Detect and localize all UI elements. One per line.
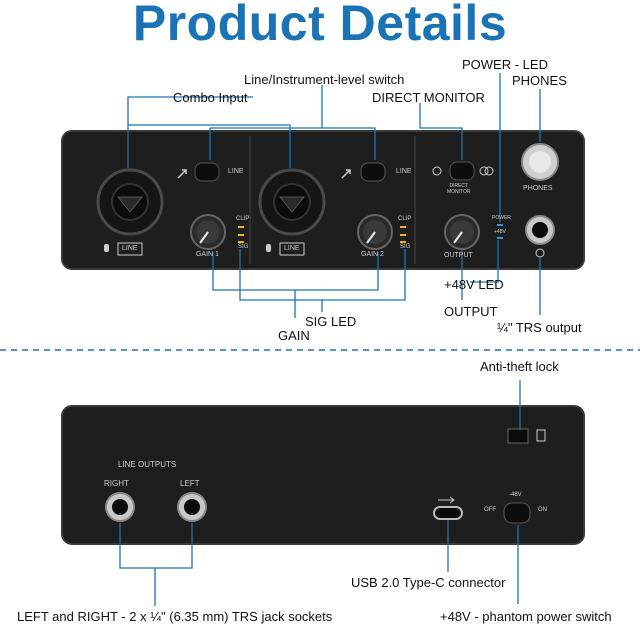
clip-led-1 xyxy=(238,226,244,228)
line-badge-1 xyxy=(117,242,143,256)
callout-power-led: POWER - LED xyxy=(462,57,548,72)
callout-phones: PHONES xyxy=(512,73,567,88)
callout-48v-led: +48V LED xyxy=(444,277,504,292)
clip-label-1: CLIP xyxy=(236,216,250,222)
line-outputs-label: LINE OUTPUTS xyxy=(118,460,177,469)
callout-direct-monitor: DIRECT MONITOR xyxy=(372,90,485,105)
guitar-icon xyxy=(177,169,187,179)
lock-icon xyxy=(536,429,546,442)
rear-panel-body xyxy=(61,405,585,545)
phantom-power-switch xyxy=(503,502,531,524)
sig-led-1 xyxy=(238,241,244,243)
line-badge-2 xyxy=(279,242,305,256)
stereo-icon xyxy=(479,166,489,176)
direct-monitor-label: DIRECT MONITOR xyxy=(447,183,471,195)
output-label: OUTPUT xyxy=(444,252,473,259)
usb-c-port xyxy=(433,506,463,520)
power-label: POWER xyxy=(492,215,511,221)
gain-1-label: GAIN 1 xyxy=(196,251,219,258)
leader-lines xyxy=(119,73,541,606)
headphone-icon xyxy=(535,248,545,258)
callout-usb-c: USB 2.0 Type-C connector xyxy=(351,575,506,590)
off-label: OFF xyxy=(484,507,496,513)
callout-anti-theft-lock: Anti-theft lock xyxy=(480,359,559,374)
gain-2-label: GAIN 2 xyxy=(361,251,384,258)
mono-icon xyxy=(432,166,442,176)
callout-line-instrument-switch: Line/Instrument-level switch xyxy=(244,72,405,87)
callout-trs-output: ¼" TRS output xyxy=(497,320,582,335)
callout-line-outputs: LEFT and RIGHT - 2 x ¼" (6.35 mm) TRS ja… xyxy=(17,609,333,624)
anti-theft-lock-slot xyxy=(507,428,529,444)
clip-led-2 xyxy=(400,226,406,228)
direct-monitor-switch xyxy=(449,161,475,181)
right-label: RIGHT xyxy=(104,479,129,488)
guitar-icon xyxy=(341,169,351,179)
callout-output: OUTPUT xyxy=(444,304,498,319)
line-inst-switch-2 xyxy=(360,162,386,182)
mic-icon xyxy=(266,244,271,252)
usb-icon xyxy=(438,496,455,504)
callout-gain: GAIN xyxy=(278,328,310,343)
mic-icon xyxy=(104,244,109,252)
plus48v-led xyxy=(497,237,503,239)
phones-panel-label: PHONES xyxy=(523,185,553,192)
minus48v-label: -48V xyxy=(509,492,522,498)
callout-combo-input: Combo Input xyxy=(173,90,248,105)
line-inst-switch-1 xyxy=(194,162,220,182)
on-label: ON xyxy=(538,507,547,513)
left-label: LEFT xyxy=(180,479,200,488)
page-title: Product Details xyxy=(132,0,508,51)
plus48v-label: +48V xyxy=(494,229,506,235)
sig-label-2: SIG xyxy=(400,244,411,250)
line-label-1: LINE xyxy=(228,168,244,175)
line-label-2: LINE xyxy=(396,168,412,175)
clip-label-2: CLIP xyxy=(398,216,412,222)
callout-sig-led: SIG LED xyxy=(305,314,357,329)
callout-phantom-switch: +48V - phantom power switch xyxy=(440,609,612,624)
sig-led-2 xyxy=(400,241,406,243)
line-badge-1-text: LINE xyxy=(122,245,138,252)
power-led xyxy=(497,224,503,226)
sig-label-1: SIG xyxy=(238,244,249,250)
line-badge-2-text: LINE xyxy=(284,245,300,252)
